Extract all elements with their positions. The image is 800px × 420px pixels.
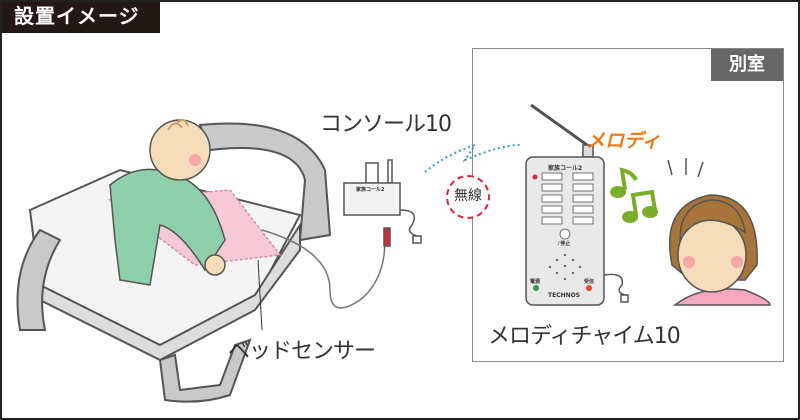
wireless-badge: 無線 <box>446 175 490 219</box>
stop-button-label: ♪停止 <box>557 241 571 247</box>
chime-label: メロディチャイム10 <box>488 324 681 349</box>
patient-illustration <box>109 119 226 286</box>
console-label: コンソール10 <box>320 112 452 137</box>
sound-lines-icon <box>667 158 704 178</box>
brand-label: TECHNOS <box>548 292 581 299</box>
melody-chime-device <box>525 103 629 306</box>
woman-illustration <box>668 194 771 306</box>
console-device <box>343 159 422 247</box>
power-label: 電源 <box>530 279 541 285</box>
bed-sensor-label: ベッドセンサー <box>228 339 376 364</box>
receive-label: 受信 <box>584 279 595 285</box>
melody-label: メロディ <box>586 130 661 152</box>
console-name: 家族コール2 <box>356 187 385 193</box>
room-label: 別室 <box>711 49 783 81</box>
page-title: 設置イメージ <box>0 0 160 33</box>
chime-device-name: 家族コール2 <box>548 165 583 172</box>
music-note-icon <box>610 167 658 223</box>
speaker-grille <box>548 253 582 281</box>
